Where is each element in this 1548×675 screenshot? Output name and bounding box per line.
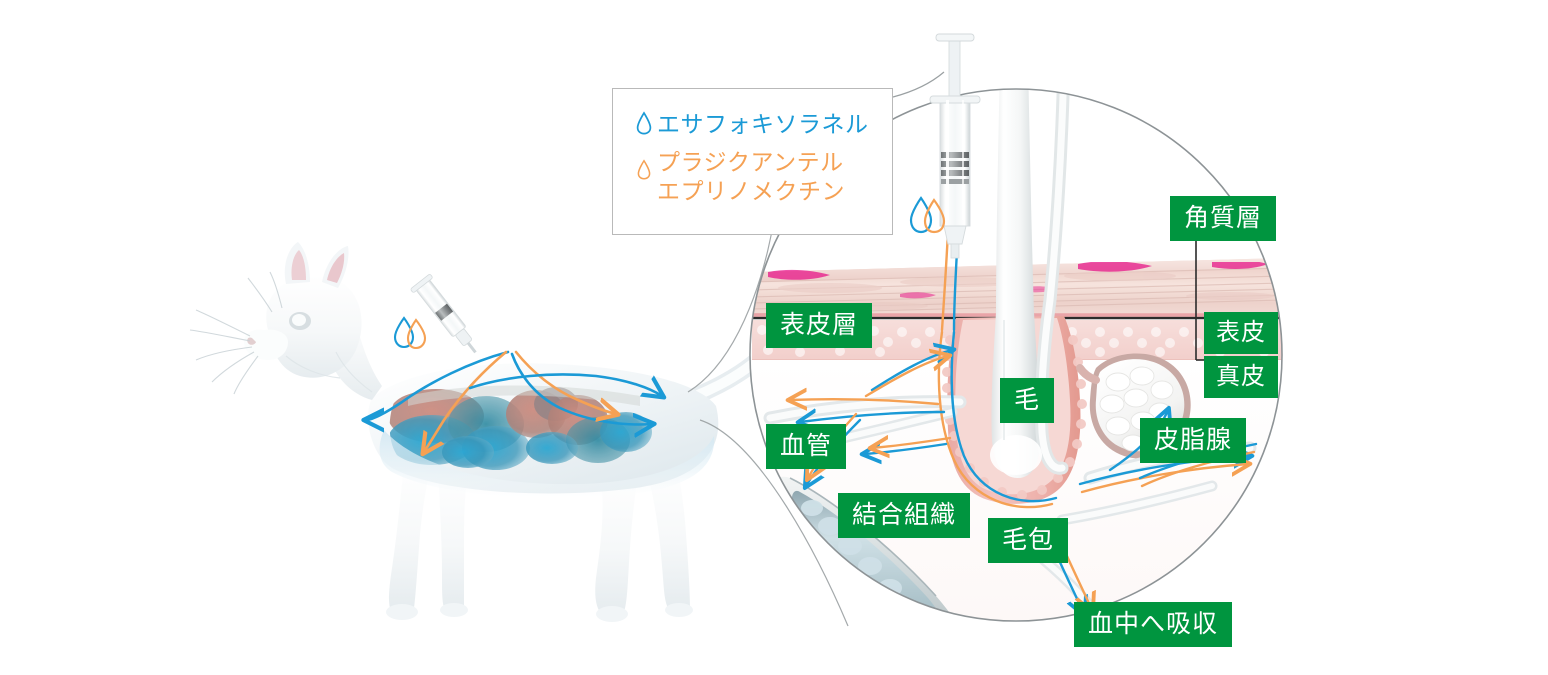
label-connective-tissue: 結合組織: [838, 493, 971, 538]
legend-label-eprinomectin: エプリノメクチン: [657, 179, 845, 205]
label-stratum-corneum: 角質層: [1170, 196, 1277, 241]
label-epidermis: 表皮: [1204, 312, 1278, 354]
cat-flow-arrows: [366, 350, 662, 452]
droplet-pair-icon: [909, 196, 946, 234]
legend-box: エサフォキソラネル プラジクアンテル エプリノメクチン: [612, 88, 893, 235]
legend-connector-line: [892, 71, 945, 98]
label-absorbed-into-blood: 血中へ吸収: [1074, 602, 1233, 647]
legend-label-group: プラジクアンテル エプリノメクチン: [657, 149, 845, 207]
hair-follicle: [942, 89, 1087, 504]
skin-flow-arrows: [790, 230, 1258, 614]
syringe-icon: [929, 33, 981, 259]
droplet-pair-icon-cat: [393, 316, 427, 350]
label-blood-vessel: 血管: [766, 424, 847, 469]
label-epidermis-layer: 表皮層: [766, 303, 873, 348]
cat-body-illustration: [189, 242, 811, 622]
legend-label-esafoxolaner: エサフォキソラネル: [657, 112, 869, 138]
droplet-icon: [631, 149, 657, 180]
droplet-icon: [631, 111, 657, 135]
label-hair-follicle: 毛包: [988, 518, 1069, 563]
label-hair: 毛: [1000, 378, 1055, 423]
legend-label-praziquantel: プラジクアンテル: [657, 150, 844, 176]
label-sebaceous-gland: 皮脂腺: [1140, 418, 1247, 463]
label-dermis: 真皮: [1204, 356, 1278, 398]
syringe-icon-cat: [410, 274, 477, 354]
legend-item-1: プラジクアンテル エプリノメクチン: [631, 149, 845, 207]
internal-organs: [389, 385, 652, 470]
magnifier-circle: [749, 88, 1283, 622]
legend-item-0: エサフォキソラネル: [631, 111, 869, 140]
